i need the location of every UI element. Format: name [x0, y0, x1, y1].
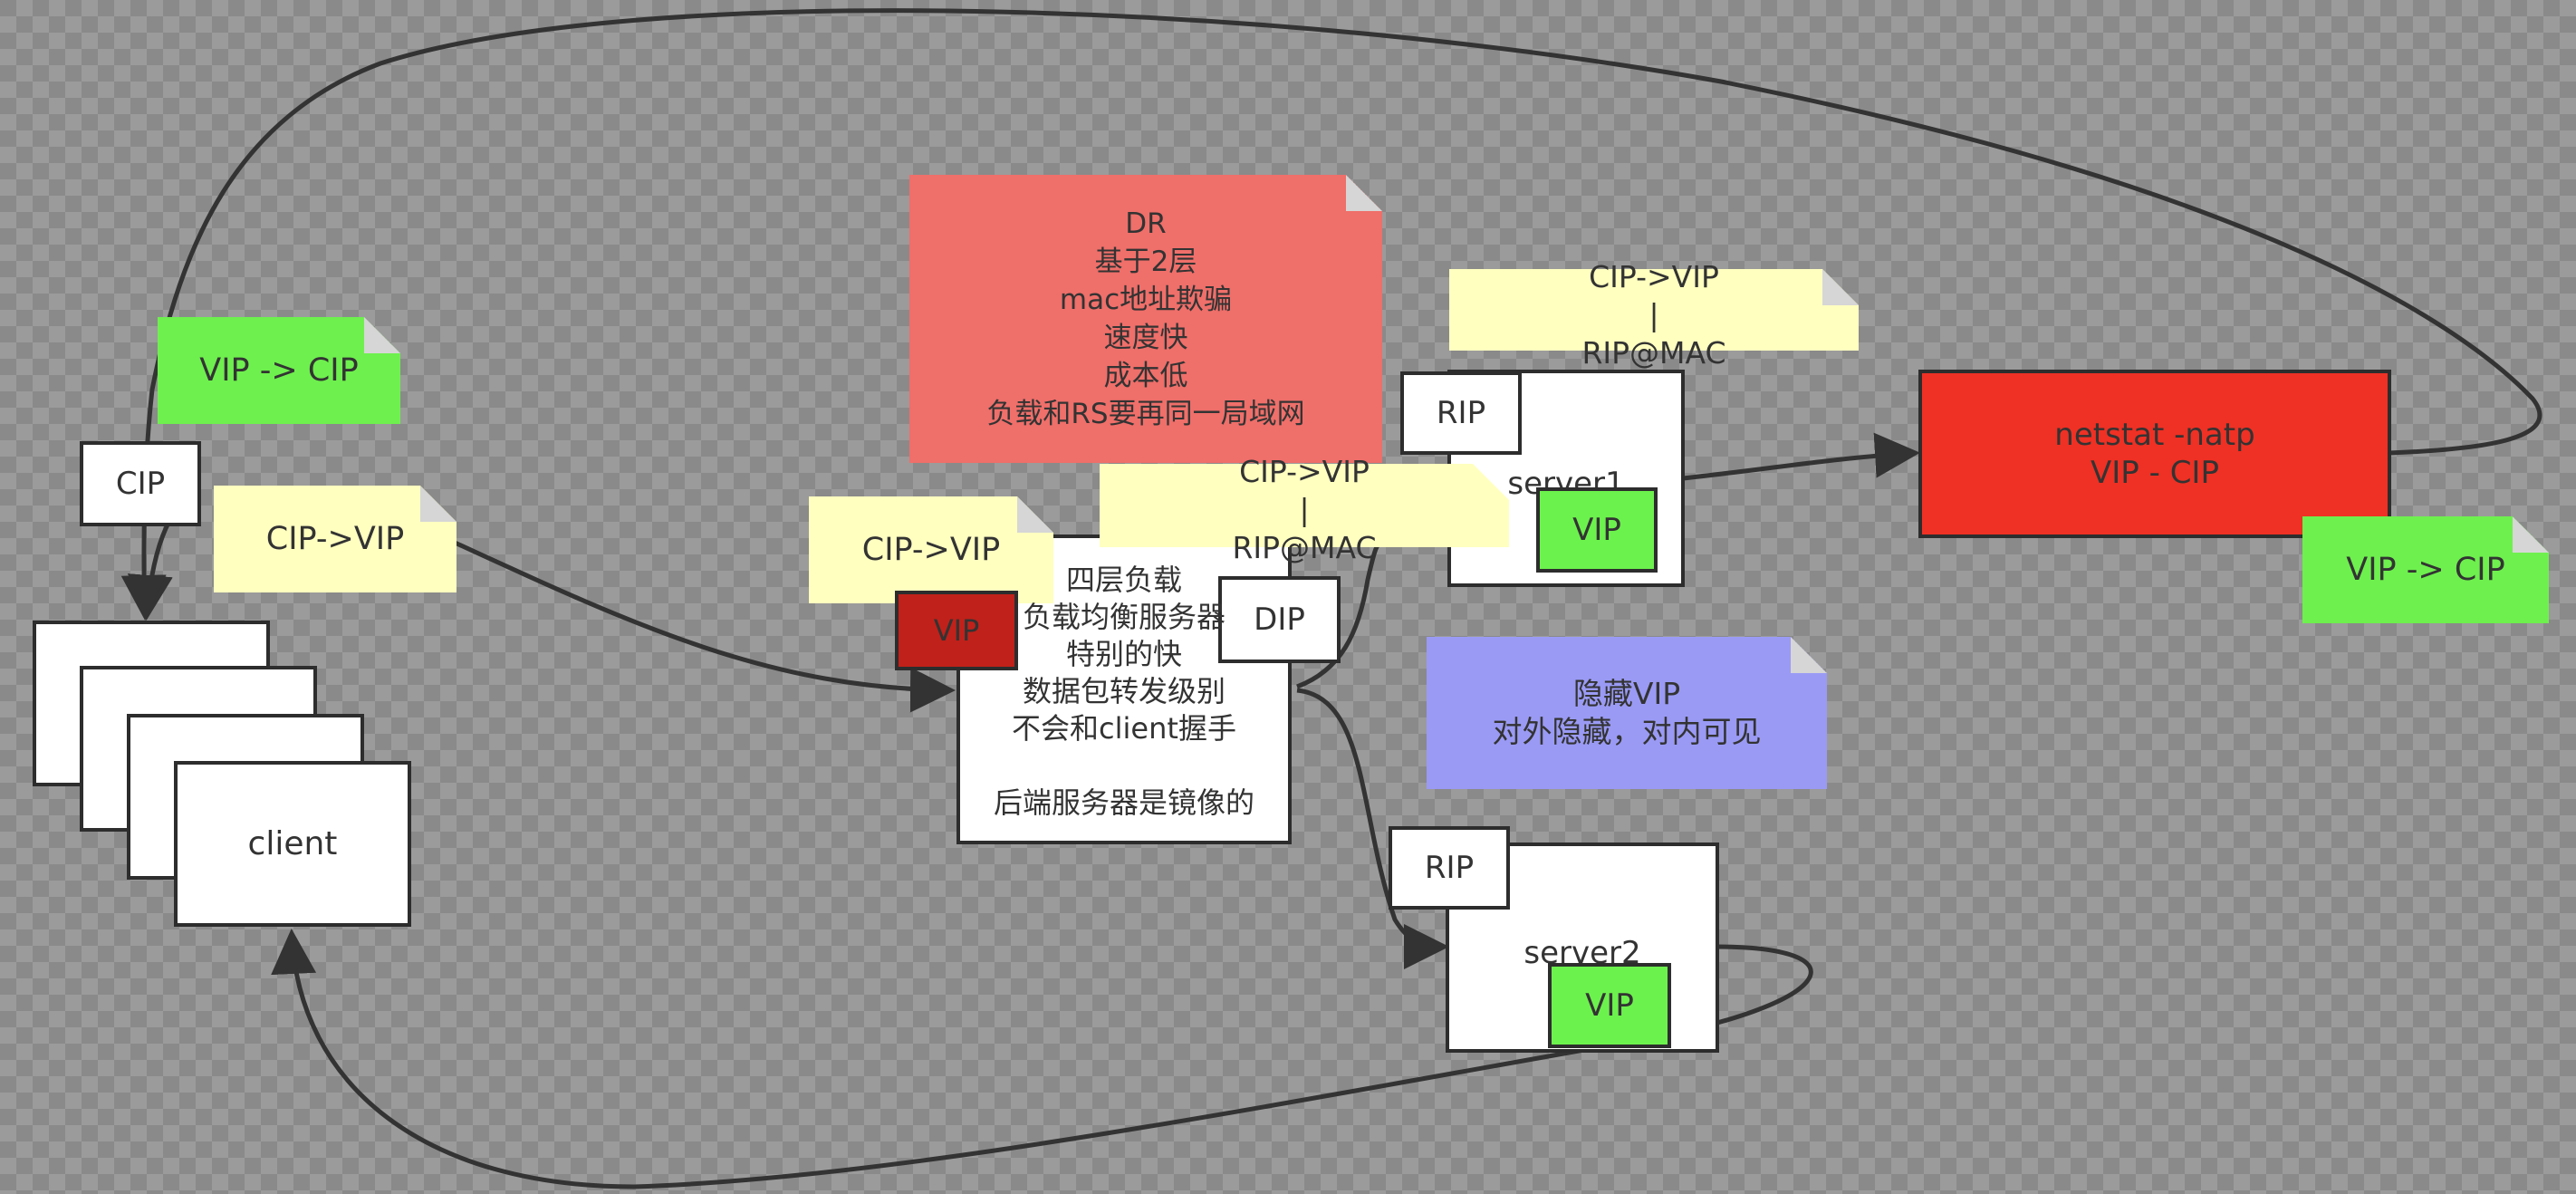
dr-note: DR 基于2层 mac地址欺骗 速度快 成本低 负载和RS要再同一局域网	[909, 175, 1382, 463]
netstat-text: netstat -natp VIP - CIP	[2054, 417, 2255, 491]
dip-label: DIP	[1254, 602, 1305, 638]
client-box[interactable]: client	[174, 761, 411, 927]
server1-vip-label: VIP	[1572, 512, 1621, 548]
load-balancer-text: 四层负载 负载均衡服务器 特别的快 数据包转发级别 不会和client握手 后端…	[993, 563, 1254, 820]
dip-box[interactable]: DIP	[1218, 576, 1341, 663]
netstat-box[interactable]: netstat -natp VIP - CIP	[1918, 370, 2391, 538]
lb-vip-box[interactable]: VIP	[895, 591, 1018, 670]
netstat-reply-text: VIP -> CIP	[2346, 552, 2505, 588]
hidden-vip-text: 隐藏VIP 对外隐藏，对内可见	[1492, 676, 1762, 749]
lb-vip-label: VIP	[933, 613, 980, 648]
lb-request-text: CIP->VIP	[861, 532, 1001, 568]
server2-vip-box[interactable]: VIP	[1548, 963, 1671, 1048]
cip-label: CIP	[115, 466, 166, 502]
client-label: client	[247, 825, 338, 862]
netstat-reply-note: VIP -> CIP	[2302, 516, 2549, 623]
client-request-text: CIP->VIP	[265, 521, 405, 557]
server2-vip-label: VIP	[1585, 987, 1634, 1024]
client-reply-text: VIP -> CIP	[199, 352, 359, 389]
server1-forward-text: CIP->VIP | RIP@MAC	[1581, 259, 1726, 371]
edge-server1-to-netstat	[1682, 432, 1920, 481]
server1-vip-box[interactable]: VIP	[1536, 487, 1658, 573]
client-reply-note: VIP -> CIP	[158, 317, 400, 424]
client-request-note: CIP->VIP	[214, 486, 457, 592]
lb-forward-text: CIP->VIP | RIP@MAC	[1232, 454, 1377, 565]
server1-rip-label: RIP	[1436, 395, 1486, 431]
dr-text: DR 基于2层 mac地址欺骗 速度快 成本低 负载和RS要再同一局域网	[986, 207, 1305, 430]
lb-request-note: CIP->VIP	[809, 496, 1053, 603]
server2-rip-label: RIP	[1424, 850, 1475, 886]
server1-rip-box[interactable]: RIP	[1400, 371, 1522, 455]
edge-lb-to-server2	[1296, 688, 1449, 969]
hidden-vip-note: 隐藏VIP 对外隐藏，对内可见	[1427, 637, 1827, 789]
edge-server2-to-client	[271, 929, 1813, 1189]
edge-dip-to-server1	[1296, 541, 1382, 689]
cip-box[interactable]: CIP	[80, 441, 201, 526]
server2-rip-box[interactable]: RIP	[1389, 826, 1510, 910]
lb-forward-note	[1100, 464, 1509, 547]
edge-request-to-lb	[451, 539, 956, 713]
